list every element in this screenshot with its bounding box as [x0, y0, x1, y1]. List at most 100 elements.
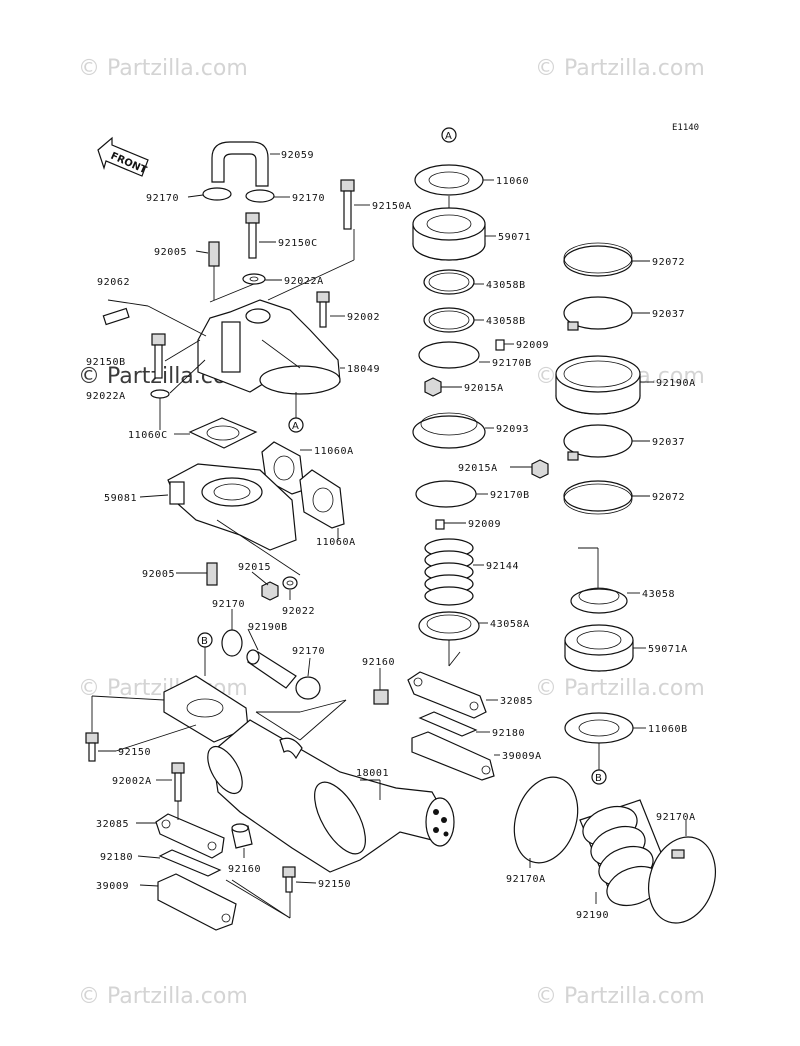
- reference-a-lower: A: [288, 417, 304, 433]
- part-label: 92150: [318, 879, 351, 890]
- part-label: 92022: [282, 606, 315, 617]
- seal-92190A: [555, 355, 641, 415]
- bellows-92190: [579, 799, 669, 907]
- bolt-92150C: [245, 212, 260, 259]
- front-arrow-icon: FRONT: [97, 136, 149, 177]
- bolt-92150A: [340, 179, 355, 230]
- pin-92062: [102, 307, 130, 326]
- washer-92022A: [242, 273, 266, 285]
- part-label: 92180: [492, 728, 525, 739]
- part-label: 92072: [652, 257, 685, 268]
- washer-92022A: [150, 389, 170, 399]
- part-label: 59081: [104, 493, 137, 504]
- plate-39009: [157, 873, 237, 931]
- band-92072: [563, 242, 633, 277]
- part-label: 43058B: [486, 280, 526, 291]
- part-label: 11060C: [128, 430, 168, 441]
- part-label: 92015A: [458, 463, 498, 474]
- part-label: 11060A: [316, 537, 356, 548]
- svg-text:A: A: [292, 421, 299, 432]
- band-92072: [563, 480, 633, 515]
- part-label: 92005: [154, 247, 187, 258]
- part-label: 92062: [97, 277, 130, 288]
- svg-text:B: B: [201, 636, 208, 647]
- nut-92015: [261, 581, 279, 601]
- ring-43058A: [418, 611, 480, 641]
- part-label: 92170B: [492, 358, 532, 369]
- part-label: 92160: [362, 657, 395, 668]
- gasket-11060C: [188, 417, 258, 449]
- bolt-92150: [282, 866, 296, 893]
- nut-92015A: [424, 377, 442, 397]
- part-label: 32085: [96, 819, 129, 830]
- clamp-92170: [221, 629, 243, 657]
- part-label: 92190: [576, 910, 609, 921]
- part-label: 18001: [356, 768, 389, 779]
- part-labels: 92059 92170 92170 92150A 92005 92150C 92…: [86, 150, 696, 921]
- clamp-92170A: [648, 836, 716, 924]
- exhaust-pipe-59081: [167, 463, 297, 551]
- part-label: 92144: [486, 561, 519, 572]
- hose-clamps-92170: [202, 187, 275, 203]
- part-label: 92180: [100, 852, 133, 863]
- watermark: © Partzilla.com: [535, 676, 705, 701]
- part-label: 92015A: [464, 383, 504, 394]
- part-label: 92150: [118, 747, 151, 758]
- ring-43058B: [423, 307, 475, 333]
- svg-text:A: A: [445, 131, 452, 142]
- part-label: 18049: [347, 364, 380, 375]
- plate-39009A: [411, 731, 495, 781]
- screw-92009: [435, 519, 445, 530]
- part-label: 92059: [281, 150, 314, 161]
- nut-92015A: [531, 459, 549, 479]
- bracket-32085: [155, 813, 225, 859]
- part-label: 43058B: [486, 316, 526, 327]
- part-label: 39009: [96, 881, 129, 892]
- svg-text:B: B: [595, 773, 602, 784]
- seal-92093: [412, 412, 486, 449]
- screw-92009: [495, 339, 505, 351]
- hose-92190B: [246, 649, 297, 689]
- fitting-92005: [208, 241, 220, 267]
- part-label: 92072: [652, 492, 685, 503]
- water-hose-92059: [211, 141, 269, 187]
- part-label: 92150A: [372, 201, 412, 212]
- part-label: 92190B: [248, 622, 288, 633]
- snap-ring-92170B: [415, 480, 477, 508]
- part-label: 11060A: [314, 446, 354, 457]
- part-label: 92170A: [656, 812, 696, 823]
- part-label: 59071A: [648, 644, 688, 655]
- bolt-92150: [85, 732, 99, 762]
- part-label: 92093: [496, 424, 529, 435]
- watermark: © Partzilla.com: [78, 984, 248, 1009]
- clamp-92037: [563, 424, 633, 461]
- bushing-92160: [231, 823, 253, 849]
- clamp-92170: [295, 676, 321, 700]
- gasket-11060: [414, 164, 484, 196]
- bolt-92002: [316, 291, 330, 328]
- part-label: 92005: [142, 569, 175, 580]
- reference-a-top: A: [441, 127, 457, 143]
- part-label: 92037: [652, 437, 685, 448]
- part-label: 92015: [238, 562, 271, 573]
- part-label: 59071: [498, 232, 531, 243]
- gasket-11060A: [299, 469, 345, 529]
- part-label: 92022A: [86, 391, 126, 402]
- part-label: 92170: [292, 193, 325, 204]
- ring-43058: [570, 587, 628, 614]
- reference-b-right: B: [591, 769, 607, 785]
- flange-59071A: [564, 624, 634, 672]
- part-label: 92002A: [112, 776, 152, 787]
- part-label: 43058: [642, 589, 675, 600]
- part-label: 92170: [212, 599, 245, 610]
- part-label: 92170B: [490, 490, 530, 501]
- flange-59071: [412, 207, 486, 261]
- watermark: © Partzilla.com: [535, 56, 705, 81]
- part-label: 92002: [347, 312, 380, 323]
- washer-92022: [282, 576, 298, 590]
- part-label: 92170: [146, 193, 179, 204]
- part-label: 92022A: [284, 276, 324, 287]
- bushing-92160: [373, 689, 389, 705]
- part-label: 92160: [228, 864, 261, 875]
